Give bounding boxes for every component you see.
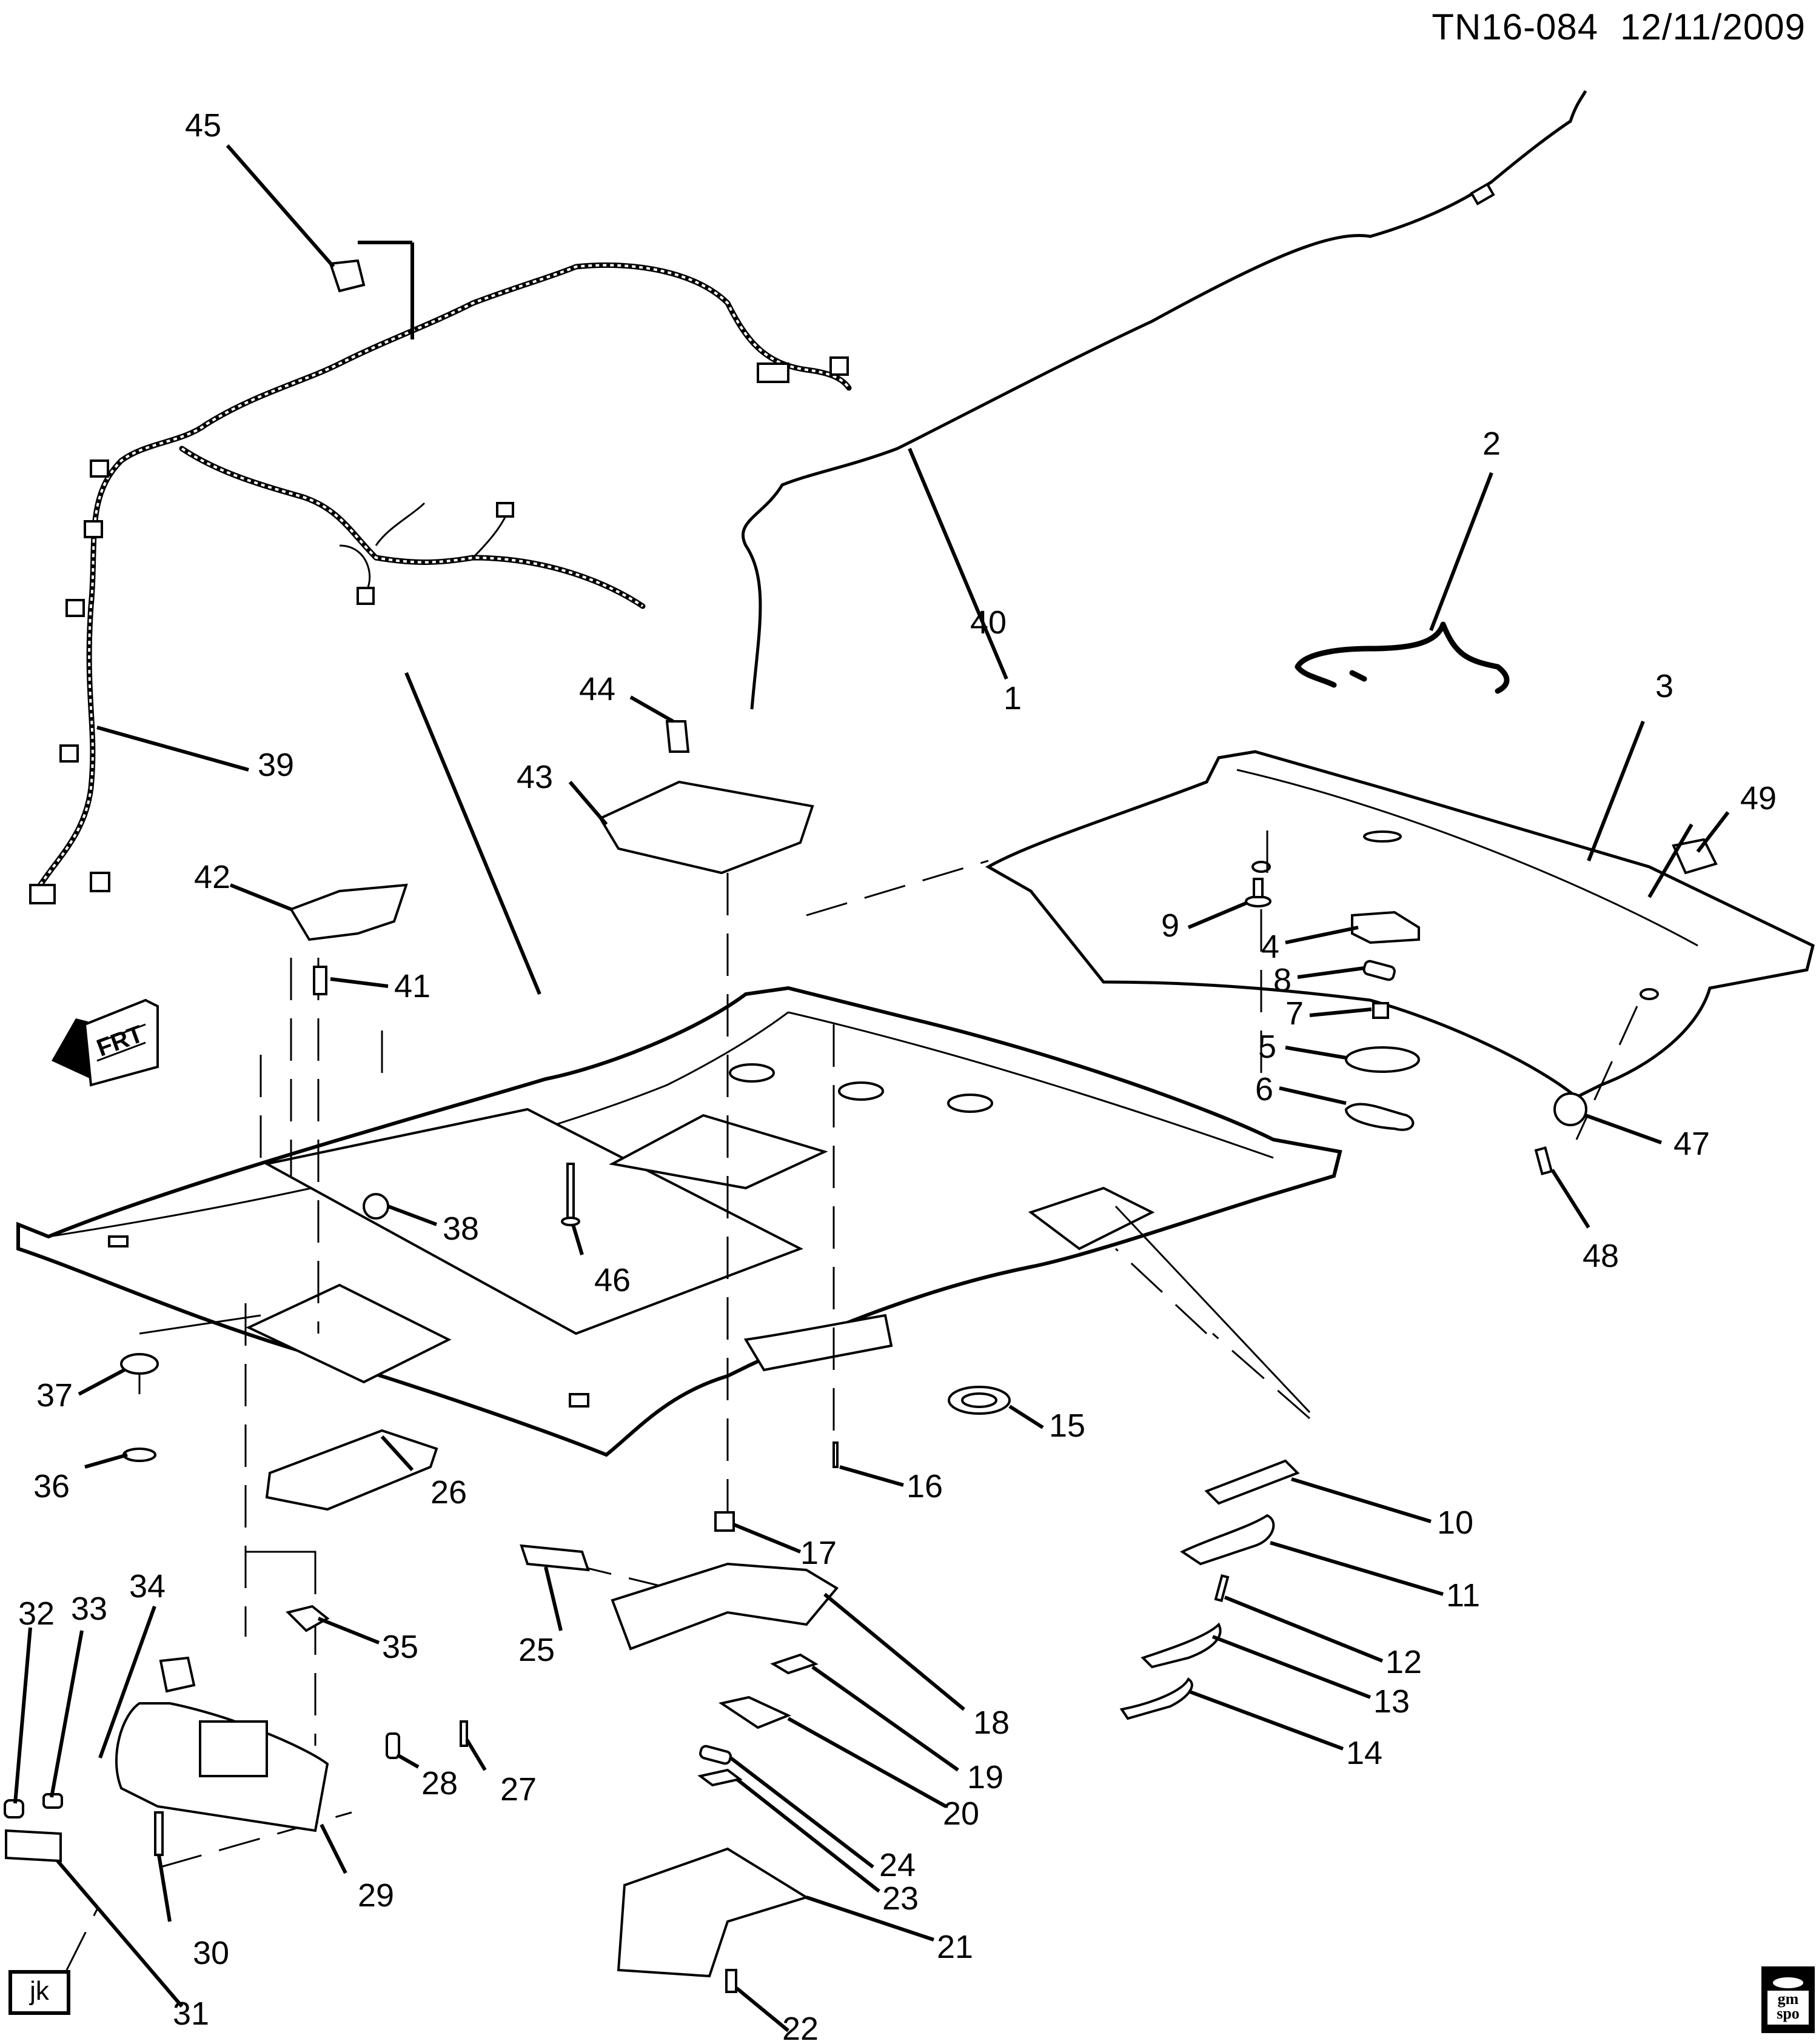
callout-12: 12 bbox=[1385, 1644, 1422, 1680]
callout-27: 27 bbox=[500, 1771, 537, 1808]
callout-32: 32 bbox=[18, 1595, 55, 1632]
callout-14: 14 bbox=[1346, 1735, 1382, 1771]
callout-18: 18 bbox=[973, 1705, 1010, 1741]
callout-1: 1 bbox=[1003, 680, 1022, 716]
diagram-id: TN16-084 bbox=[1432, 7, 1599, 47]
callout-4: 4 bbox=[1261, 929, 1279, 965]
callout-26: 26 bbox=[430, 1474, 467, 1511]
callout-21: 21 bbox=[937, 1929, 973, 1965]
callout-3: 3 bbox=[1655, 668, 1673, 704]
callout-46: 46 bbox=[594, 1262, 631, 1298]
callout-49: 49 bbox=[1740, 780, 1777, 817]
callout-7: 7 bbox=[1285, 995, 1304, 1032]
logo-line-2: spo bbox=[1777, 2005, 1800, 2022]
callout-24: 24 bbox=[879, 1847, 916, 1883]
callout-11: 11 bbox=[1446, 1577, 1480, 1614]
callout-17: 17 bbox=[800, 1535, 837, 1571]
diagram-header: TN16-084 12/11/2009 bbox=[1410, 6, 1806, 48]
callout-42: 42 bbox=[194, 859, 230, 895]
diagram-date: 12/11/2009 bbox=[1620, 7, 1806, 47]
callout-25: 25 bbox=[518, 1632, 555, 1668]
antenna-cable bbox=[741, 90, 1587, 710]
callout-40: 40 bbox=[970, 604, 1007, 641]
logo-text: gm spo bbox=[1767, 1991, 1809, 2025]
callout-34: 34 bbox=[129, 1568, 166, 1605]
callout-43: 43 bbox=[517, 759, 553, 795]
callout-20: 20 bbox=[943, 1795, 979, 1832]
callout-19: 19 bbox=[967, 1759, 1003, 1795]
callout-48: 48 bbox=[1583, 1238, 1619, 1274]
front-direction-icon: FRT bbox=[52, 998, 159, 1087]
callout-47: 47 bbox=[1673, 1126, 1710, 1162]
callout-45: 45 bbox=[185, 107, 221, 144]
callout-23: 23 bbox=[882, 1880, 919, 1917]
callout-2: 2 bbox=[1482, 426, 1501, 462]
callout-8: 8 bbox=[1273, 962, 1291, 998]
callout-29: 29 bbox=[358, 1877, 394, 1914]
callout-10: 10 bbox=[1437, 1505, 1473, 1541]
headliner-harness bbox=[29, 262, 852, 904]
callout-41: 41 bbox=[394, 968, 430, 1004]
assembly-lines bbox=[65, 830, 1638, 1971]
headliner bbox=[16, 986, 1342, 1457]
callout-35: 35 bbox=[382, 1629, 418, 1665]
callout-37: 37 bbox=[36, 1377, 73, 1414]
logo-line-1: gm bbox=[1777, 1990, 1799, 2008]
callout-28: 28 bbox=[421, 1765, 458, 1802]
callout-33: 33 bbox=[71, 1591, 107, 1627]
callout-22: 22 bbox=[782, 2011, 819, 2044]
callout-6: 6 bbox=[1255, 1071, 1273, 1107]
callout-16: 16 bbox=[906, 1468, 943, 1505]
callout-13: 13 bbox=[1373, 1683, 1410, 1720]
leader-lines bbox=[13, 144, 1730, 2032]
gm-spo-logo: gm spo bbox=[1761, 1966, 1815, 2033]
rear-harness bbox=[1295, 621, 1510, 694]
callout-38: 38 bbox=[443, 1211, 479, 1247]
author-initials-box: jk bbox=[8, 1970, 70, 2015]
logo-oval-icon bbox=[1773, 1977, 1803, 1988]
callout-30: 30 bbox=[193, 1935, 229, 1971]
harness-connector-shape bbox=[329, 259, 366, 293]
callout-31: 31 bbox=[173, 1996, 209, 2032]
callout-5: 5 bbox=[1258, 1029, 1276, 1065]
callout-labels: 1 2 3 4 5 6 7 8 9 10 11 12 13 14 15 16 1… bbox=[18, 107, 1777, 2044]
callout-15: 15 bbox=[1049, 1408, 1085, 1444]
callout-36: 36 bbox=[33, 1468, 70, 1505]
callout-9: 9 bbox=[1161, 907, 1179, 944]
callout-39: 39 bbox=[258, 747, 294, 783]
callout-44: 44 bbox=[579, 671, 615, 707]
